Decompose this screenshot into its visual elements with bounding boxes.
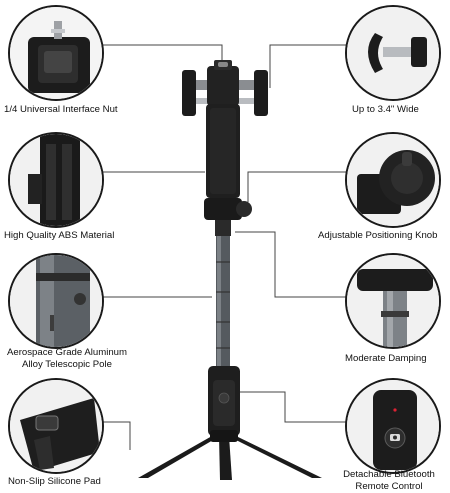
silicone-pad-detail: [8, 378, 104, 474]
phone-clamp: [182, 60, 268, 116]
label-pad: Non-Slip Silicone Pad: [8, 476, 101, 487]
label-abs: High Quality ABS Material: [4, 230, 115, 241]
label-remote-line1: Detachable Bluetooth: [343, 469, 435, 480]
label-interface-nut: 1/4 Universal Interface Nut: [4, 104, 118, 115]
label-wide: Up to 3.4" Wide: [352, 104, 419, 115]
interface-nut-detail: [8, 5, 104, 101]
label-knob: Adjustable Positioning Knob: [318, 230, 438, 241]
label-pole-line1: Aerospace Grade Aluminum: [7, 347, 127, 358]
telescopic-pole-detail: [8, 253, 104, 349]
label-pole: Aerospace Grade Aluminum Alloy Telescopi…: [2, 347, 132, 371]
remote-control-detail: [345, 378, 441, 474]
phone-width-detail: [345, 5, 441, 101]
label-remote: Detachable Bluetooth Remote Control: [330, 469, 448, 493]
label-damping: Moderate Damping: [345, 353, 427, 364]
positioning-knob-detail: [345, 132, 441, 228]
damping-detail: [345, 253, 441, 349]
abs-material-detail: [8, 132, 104, 228]
label-remote-line2: Remote Control: [355, 481, 423, 492]
label-pole-line2: Alloy Telescopic Pole: [22, 359, 112, 370]
connector-lines: [98, 44, 354, 450]
